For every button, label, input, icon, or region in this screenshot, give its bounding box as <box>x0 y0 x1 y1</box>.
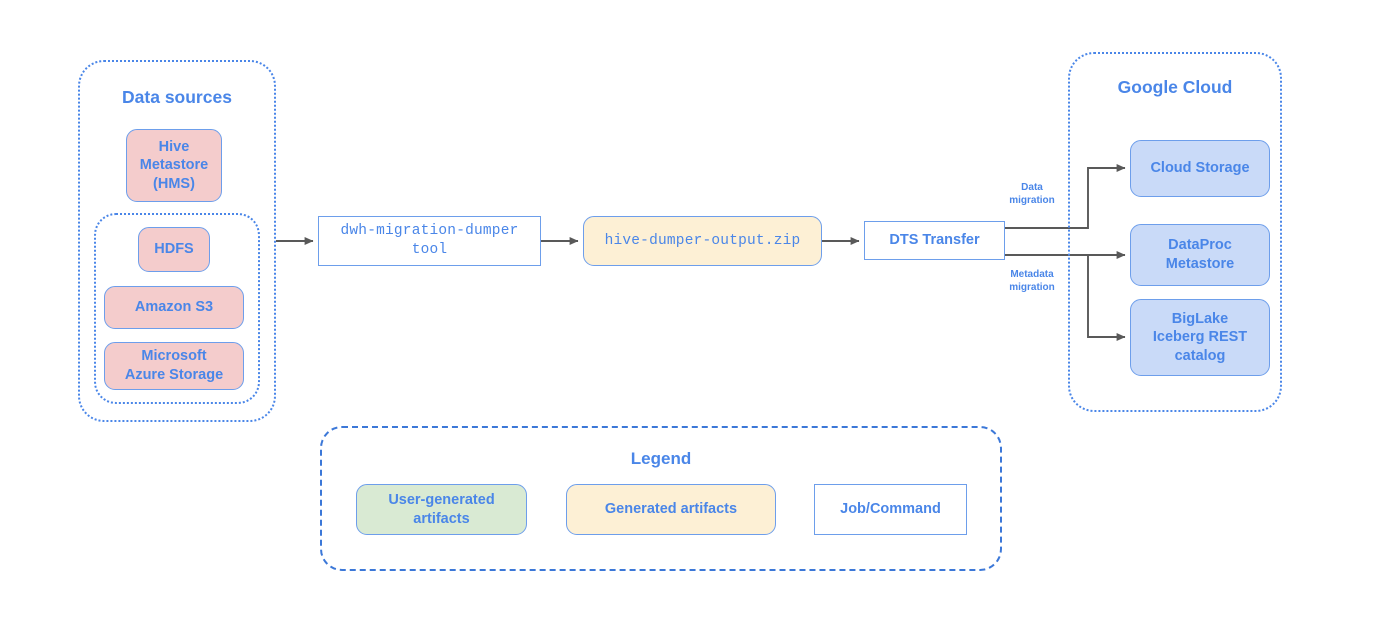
edge-label-metadata-migration: Metadata migration <box>998 269 1066 294</box>
node-dts-transfer[interactable]: DTS Transfer <box>864 221 1005 260</box>
node-zip-label: hive-dumper-output.zip <box>604 232 801 249</box>
group-data-sources <box>78 60 276 422</box>
node-dts-transfer-label: DTS Transfer <box>889 232 980 249</box>
node-biglake-iceberg-rest-catalog[interactable]: BigLake Iceberg REST catalog <box>1130 299 1270 376</box>
node-hive-dumper-output-zip[interactable]: hive-dumper-output.zip <box>583 216 822 266</box>
node-dataproc-metastore-line1: DataProc <box>1168 237 1232 254</box>
node-biglake-line3: catalog <box>1174 347 1226 364</box>
node-hive-metastore-line2: Metastore <box>139 157 209 174</box>
node-dumper-line1: dwh-migration-dumper <box>340 223 519 240</box>
node-hdfs[interactable]: HDFS <box>138 227 210 272</box>
group-title-google-cloud: Google Cloud <box>1117 77 1233 97</box>
edge-label-metadata-migration-line1: Metadata <box>1010 269 1054 280</box>
node-cloud-storage-label: Cloud Storage <box>1150 160 1250 177</box>
legend-container <box>320 426 1002 571</box>
node-hdfs-label: HDFS <box>154 241 194 258</box>
node-dumper-line2: tool <box>411 242 448 258</box>
edge-label-data-migration-line1: Data <box>1021 182 1043 193</box>
legend-title: Legend <box>630 449 692 468</box>
legend-user-generated-line2: artifacts <box>413 510 470 527</box>
legend-swatch-user-generated-artifacts: User-generated artifacts <box>356 484 527 535</box>
edge-label-data-migration-line2: migration <box>1009 194 1055 206</box>
edge-label-metadata-migration-line2: migration <box>1009 281 1055 293</box>
node-amazon-s3[interactable]: Amazon S3 <box>104 286 244 329</box>
node-hive-metastore[interactable]: Hive Metastore (HMS) <box>126 129 222 202</box>
node-dataproc-metastore[interactable]: DataProc Metastore <box>1130 224 1270 286</box>
legend-user-generated-line1: User-generated <box>388 491 495 508</box>
node-biglake-line2: Iceberg REST <box>1152 329 1248 346</box>
node-hive-metastore-line3: (HMS) <box>153 175 195 192</box>
node-azure-storage[interactable]: Microsoft Azure Storage <box>104 342 244 390</box>
node-biglake-line1: BigLake <box>1171 310 1229 327</box>
node-hive-metastore-line1: Hive <box>158 138 190 155</box>
group-title-data-sources: Data sources <box>122 87 232 107</box>
node-cloud-storage[interactable]: Cloud Storage <box>1130 140 1270 197</box>
node-azure-storage-line2: Azure Storage <box>124 367 224 383</box>
node-amazon-s3-label: Amazon S3 <box>134 299 214 316</box>
node-dwh-migration-dumper-tool[interactable]: dwh-migration-dumper tool <box>318 216 541 266</box>
legend-generated-label: Generated artifacts <box>604 501 738 518</box>
legend-job-command-label: Job/Command <box>840 501 941 518</box>
legend-swatch-generated-artifacts: Generated artifacts <box>566 484 776 535</box>
group-google-cloud <box>1068 52 1282 412</box>
edge-label-data-migration: Data migration <box>1002 182 1062 207</box>
group-object-stores <box>94 213 260 404</box>
legend-swatch-job-command: Job/Command <box>814 484 967 535</box>
node-dataproc-metastore-line2: Metastore <box>1165 256 1235 272</box>
node-azure-storage-line1: Microsoft <box>141 348 207 365</box>
